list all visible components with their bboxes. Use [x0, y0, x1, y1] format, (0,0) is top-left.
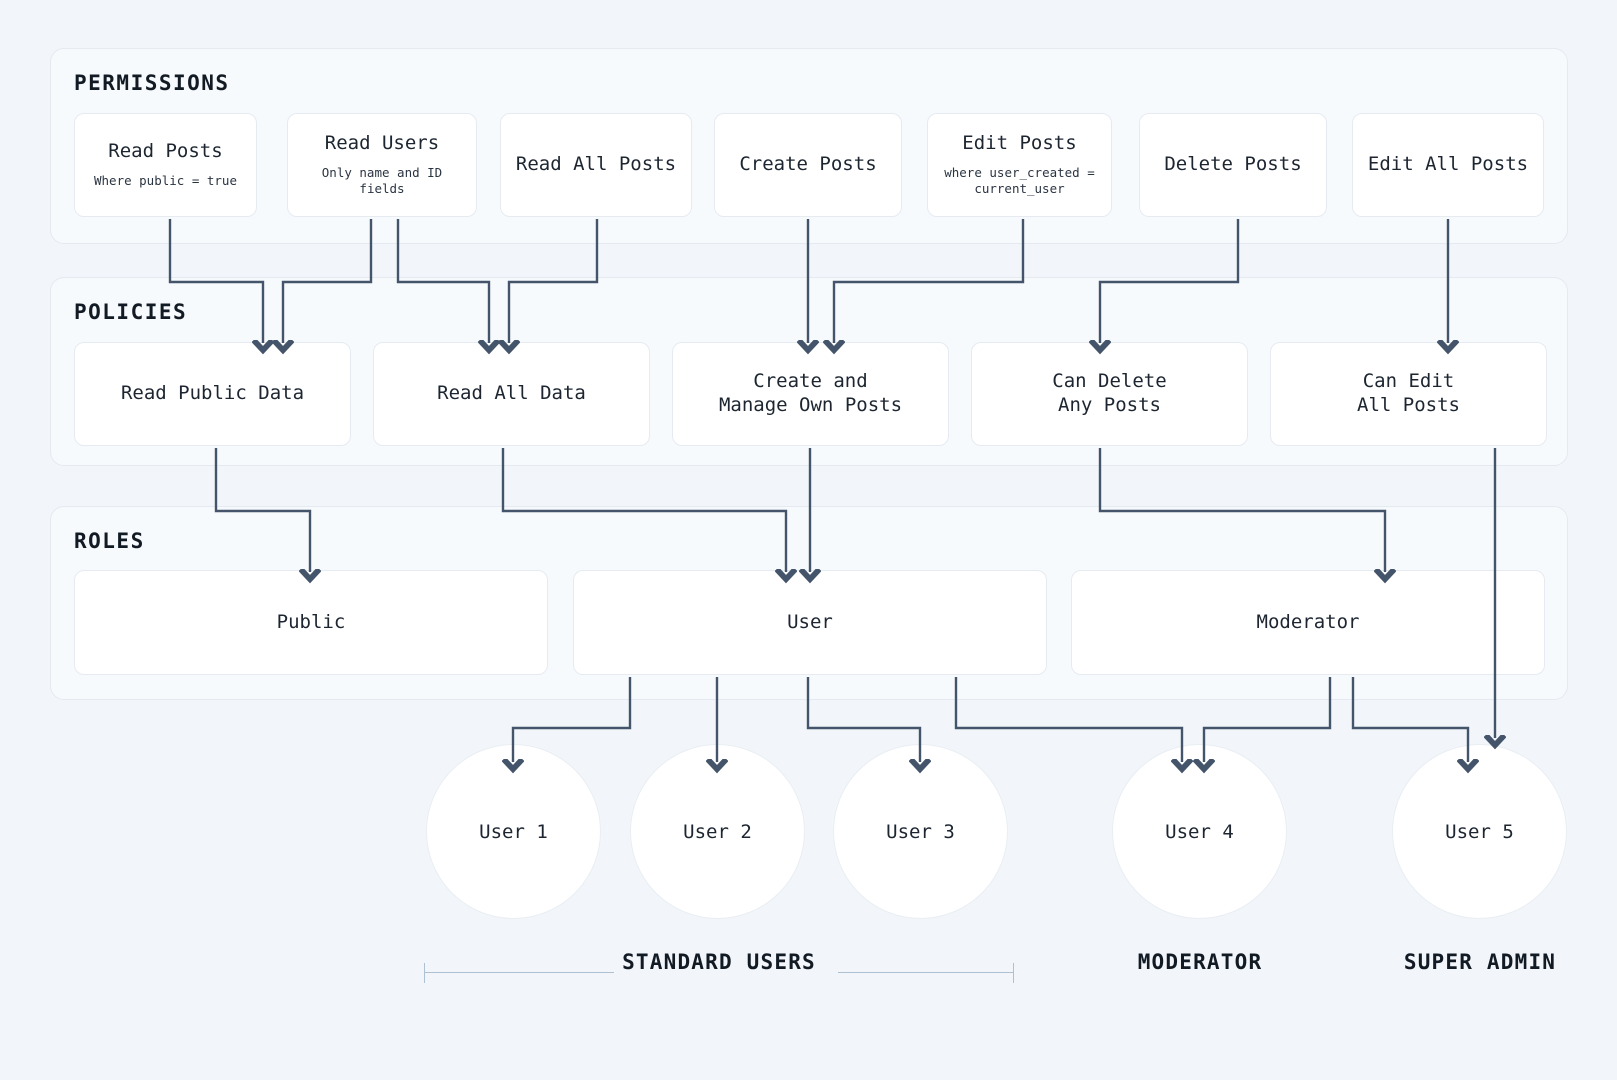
roles-section-title: ROLES [74, 529, 145, 553]
role-title: User [787, 610, 833, 633]
policies-section-title: POLICIES [74, 300, 188, 324]
permission-subtitle: where user_created = current_user [944, 164, 1095, 197]
permissions-section-title: PERMISSIONS [74, 71, 230, 95]
user-label: User 3 [886, 820, 955, 843]
policy-title: Read Public Data [120, 382, 305, 405]
permission-title: Delete Posts [1164, 153, 1302, 176]
policy-title: Can Edit All Posts [1357, 370, 1460, 416]
policy-title: Read All Data [437, 382, 586, 405]
group-label-moderator: MODERATOR [1137, 950, 1263, 974]
permission-title: Read Users [324, 131, 440, 154]
standard-users-bracket-right [838, 963, 1014, 983]
permission-card-read-users[interactable]: Read Users Only name and ID fields [287, 113, 477, 217]
permission-card-read-all-posts[interactable]: Read All Posts [500, 113, 692, 217]
user-label: User 4 [1165, 820, 1234, 843]
user-label: User 1 [479, 820, 548, 843]
policy-title: Create and Manage Own Posts [718, 370, 903, 416]
policy-title: Can Delete Any Posts [1052, 370, 1167, 416]
permission-card-read-posts[interactable]: Read Posts Where public = true [74, 113, 257, 217]
permission-subtitle: Only name and ID fields [321, 164, 443, 197]
user-label: User 5 [1445, 820, 1514, 843]
role-title: Moderator [1256, 610, 1360, 633]
policy-card-can-delete-any-posts[interactable]: Can Delete Any Posts [971, 342, 1248, 446]
policy-card-read-all-data[interactable]: Read All Data [373, 342, 650, 446]
permission-title: Edit Posts [962, 131, 1077, 154]
user-node-4[interactable]: User 4 [1112, 744, 1287, 919]
user-node-5[interactable]: User 5 [1392, 744, 1567, 919]
role-card-public[interactable]: Public [74, 570, 548, 675]
permission-title: Read Posts [108, 140, 223, 163]
group-label-super-admin: SUPER ADMIN [1403, 950, 1557, 974]
role-card-moderator[interactable]: Moderator [1071, 570, 1545, 675]
permission-title: Read All Posts [515, 153, 677, 176]
policy-card-read-public-data[interactable]: Read Public Data [74, 342, 351, 446]
permission-subtitle: Where public = true [94, 172, 237, 188]
group-label-standard-users: STANDARD USERS [622, 950, 816, 974]
permission-title: Create Posts [739, 153, 877, 176]
policy-card-create-manage-own-posts[interactable]: Create and Manage Own Posts [672, 342, 949, 446]
user-node-2[interactable]: User 2 [630, 744, 805, 919]
user-node-3[interactable]: User 3 [833, 744, 1008, 919]
user-label: User 2 [683, 820, 752, 843]
permission-card-edit-all-posts[interactable]: Edit All Posts [1352, 113, 1544, 217]
role-card-user[interactable]: User [573, 570, 1047, 675]
permission-card-create-posts[interactable]: Create Posts [714, 113, 902, 217]
permission-title: Edit All Posts [1367, 153, 1529, 176]
user-node-1[interactable]: User 1 [426, 744, 601, 919]
standard-users-bracket-left [424, 963, 614, 983]
role-title: Public [276, 610, 346, 633]
permission-card-edit-posts[interactable]: Edit Posts where user_created = current_… [927, 113, 1112, 217]
policy-card-can-edit-all-posts[interactable]: Can Edit All Posts [1270, 342, 1547, 446]
permission-card-delete-posts[interactable]: Delete Posts [1139, 113, 1327, 217]
